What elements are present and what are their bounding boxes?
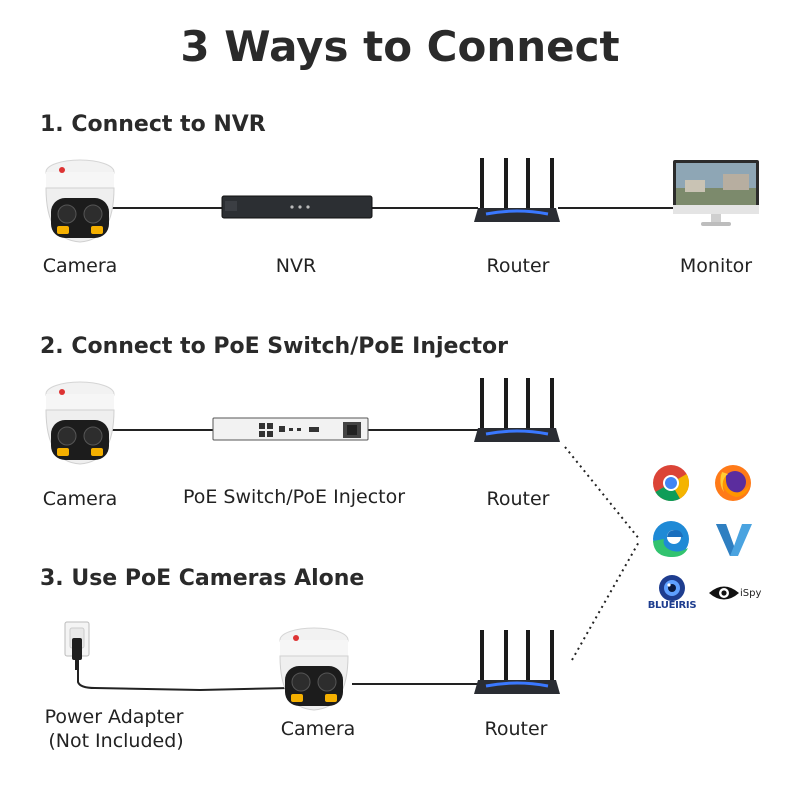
- section-title-nvr: 1. Connect to NVR: [40, 112, 266, 137]
- monitor-icon: [673, 160, 759, 226]
- edge-icon: [653, 521, 689, 557]
- ispy-label: iSpy: [740, 588, 762, 599]
- nvr-icon: [221, 195, 373, 219]
- section-title-poe-switch: 2. Connect to PoE Switch/PoE Injector: [40, 334, 508, 359]
- page-title: 3 Ways to Connect: [180, 22, 620, 71]
- label-camera-3: Camera: [280, 718, 356, 740]
- firefox-icon: [715, 465, 751, 501]
- camera-icon: [45, 159, 115, 243]
- label-camera-2: Camera: [42, 488, 118, 510]
- cable-adapter-camera: [77, 668, 291, 692]
- label-router-1: Router: [486, 255, 550, 277]
- label-power-adapter: Power Adapter: [44, 706, 184, 728]
- label-poe-switch: PoE Switch/PoE Injector: [182, 486, 406, 508]
- router-icon: [474, 378, 560, 442]
- dotted-link-router3: [571, 539, 641, 661]
- blue-iris-label: BLUEIRIS: [647, 600, 697, 611]
- label-not-included: (Not Included): [48, 730, 184, 752]
- label-router-2: Router: [486, 488, 550, 510]
- poe-switch-icon: [212, 417, 369, 441]
- camera-icon: [279, 627, 349, 711]
- section-title-poe-alone: 3. Use PoE Cameras Alone: [40, 566, 365, 591]
- camera-icon: [45, 381, 115, 465]
- label-router-3: Router: [484, 718, 548, 740]
- power-adapter-icon: [64, 621, 90, 670]
- dotted-link-router2: [564, 446, 641, 541]
- router-icon: [474, 158, 560, 222]
- vlc-style-v-icon: [716, 524, 752, 556]
- chrome-icon: [653, 465, 689, 502]
- label-monitor: Monitor: [679, 255, 753, 277]
- label-nvr: NVR: [275, 255, 317, 277]
- label-camera-1: Camera: [42, 255, 118, 277]
- blue-iris-icon: [659, 575, 685, 601]
- router-icon: [474, 630, 560, 694]
- ispy-icon: [709, 586, 739, 600]
